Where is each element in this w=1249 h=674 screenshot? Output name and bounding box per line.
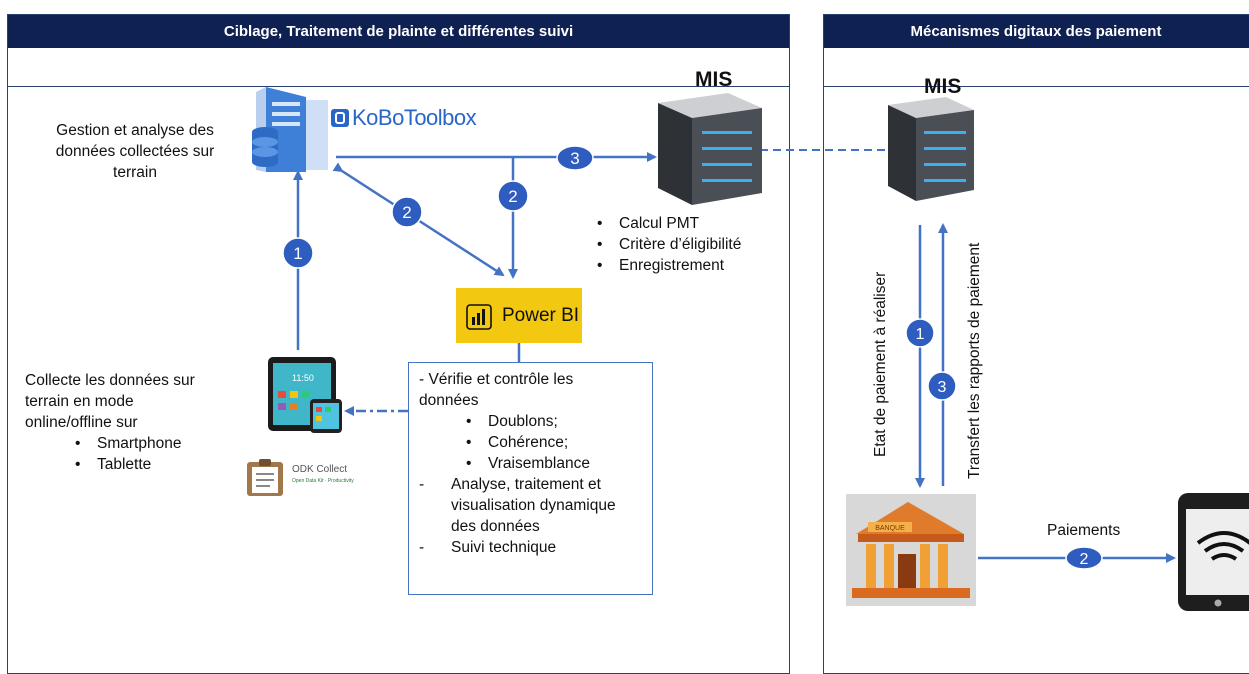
box-item-analysis: - Analyse, traitement et visualisation d…: [419, 476, 616, 535]
payment-report-label: Transfert les rapports de paiement: [966, 242, 983, 479]
bank-icon: BANQUE: [846, 494, 976, 606]
box-checks: Doublons; Cohérence; Vraisemblance: [466, 411, 642, 474]
kobo-logo-icon: [331, 109, 349, 127]
step-badge-2-right: 2: [1065, 546, 1103, 570]
odk-sublabel: Open Data Kit · Productivity: [292, 478, 354, 484]
tablet-phone-icon: 11:50: [268, 357, 342, 433]
svg-text:1: 1: [916, 326, 925, 343]
right-panel-subheader: [824, 48, 1249, 87]
mis-label-right: MIS: [924, 75, 962, 98]
box-item-tracking: - Suivi technique: [419, 539, 557, 556]
collect-description: Collecte les données sur terrain en mode…: [25, 370, 245, 475]
mis-server-icon-left: [658, 93, 762, 205]
svg-text:2: 2: [508, 187, 517, 206]
payment-state-label: Etat de paiement à réaliser: [872, 271, 889, 457]
step-badge-2-diagonal: 2: [391, 196, 423, 228]
left-panel-subheader: [8, 48, 789, 87]
powerbi-tile: Power BI: [456, 288, 582, 343]
kobo-label: KoBoToolbox: [352, 105, 477, 130]
kobo-server-icon: [252, 87, 328, 172]
right-panel-title: Mécanismes digitaux des paiement: [824, 15, 1249, 48]
arrow-kobo-powerbi-diagonal: [332, 162, 505, 277]
left-panel-title: Ciblage, Traitement de plainte et différ…: [8, 15, 789, 48]
payments-label: Paiements: [1047, 522, 1121, 539]
svg-text:3: 3: [570, 149, 579, 168]
kobo-description: Gestion et analyse des données collectée…: [55, 122, 215, 181]
box-line1: - Vérifie et contrôle les: [419, 371, 574, 388]
mis-label-left: MIS: [695, 68, 733, 91]
svg-text:2: 2: [1080, 551, 1089, 568]
powerbi-label: Power BI: [502, 304, 580, 326]
step-badge-1-right: 1: [905, 318, 935, 348]
mobile-phone-icon: [1178, 493, 1249, 611]
mis-server-icon-right: [888, 97, 974, 201]
step-badge-3-right: 3: [927, 371, 957, 401]
mis-functions-list: Calcul PMT Critère d’éligibilité Enregis…: [597, 213, 797, 276]
step-badge-3-left: 3: [556, 145, 594, 171]
svg-text:2: 2: [402, 203, 411, 222]
svg-text:BANQUE: BANQUE: [875, 525, 905, 532]
odk-clipboard-icon: [247, 459, 283, 496]
svg-text:1: 1: [293, 244, 302, 263]
svg-text:11:50: 11:50: [292, 373, 314, 383]
powerbi-icon: [466, 303, 492, 330]
svg-text:3: 3: [938, 379, 947, 396]
powerbi-description-box: - Vérifie et contrôle les données Doublo…: [408, 362, 653, 595]
odk-label: ODK Collect: [292, 464, 348, 475]
collect-devices: Smartphone Tablette: [75, 433, 245, 475]
box-line2: données: [419, 392, 479, 409]
step-badge-1-left: 1: [282, 237, 314, 269]
step-badge-2-vertical: 2: [497, 180, 529, 212]
